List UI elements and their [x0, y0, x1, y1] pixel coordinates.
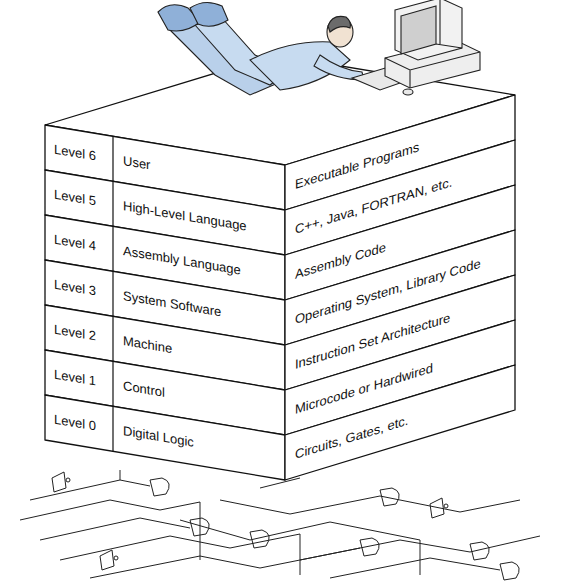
level-number: Level 1 [45, 365, 113, 391]
left-face-text: Level 0Digital Logic [45, 395, 285, 480]
level-number: Level 3 [45, 275, 113, 301]
column-divider [112, 316, 113, 361]
level-number: Level 5 [45, 185, 113, 211]
level-number: Level 4 [45, 230, 113, 256]
column-divider [112, 226, 113, 271]
right-face [285, 365, 515, 480]
level-description: Circuits, Gates, etc. [285, 380, 515, 465]
level-number: Level 2 [45, 320, 113, 346]
band-outline [45, 365, 515, 480]
column-divider [112, 271, 113, 316]
column-divider [112, 361, 113, 406]
column-divider [112, 181, 113, 226]
level-number: Level 0 [45, 410, 113, 436]
level-name: Digital Logic [113, 421, 285, 465]
circuit-drawing [20, 470, 540, 580]
level-number: Level 6 [45, 140, 113, 166]
level-band: Level 0Digital LogicCircuits, Gates, etc… [45, 365, 515, 480]
column-divider [112, 406, 113, 451]
column-divider [112, 136, 113, 181]
person-at-computer [158, 0, 480, 95]
right-face-text: Circuits, Gates, etc. [285, 365, 515, 480]
left-face [45, 395, 285, 480]
